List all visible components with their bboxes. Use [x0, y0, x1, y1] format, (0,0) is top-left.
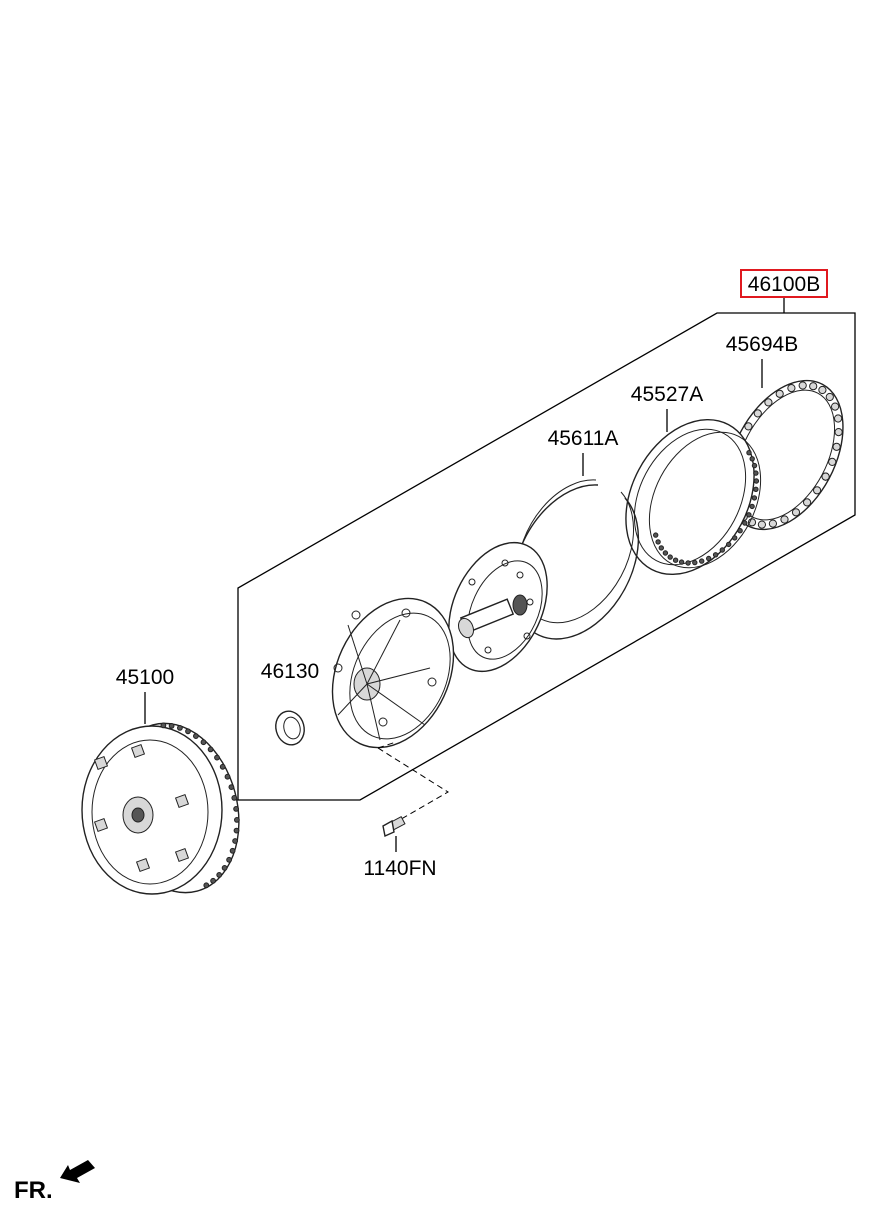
clutch-pack-ball [775, 389, 784, 398]
assembly-label[interactable]: 46100B [748, 273, 820, 296]
front-arrow-icon [60, 1160, 95, 1183]
bolt-guide-dash [377, 747, 449, 823]
ring-tooth [746, 512, 752, 518]
ring-tooth [753, 478, 760, 484]
ring-tooth [685, 560, 691, 566]
converter-tooth [226, 856, 233, 863]
ring-tooth [742, 520, 748, 526]
ring-tooth [719, 547, 725, 553]
bolt-guide-dash-2 [377, 741, 397, 749]
converter-tooth [234, 817, 240, 823]
converter-tooth [207, 746, 214, 753]
ring-tooth [726, 541, 732, 548]
clutch-pack-ball [780, 515, 789, 524]
assembly-boundary [237, 312, 856, 801]
label-45694B[interactable]: 45694B [726, 333, 798, 356]
converter-tooth [185, 728, 191, 735]
converter-tooth [216, 872, 223, 878]
part-45527A-ring[interactable] [600, 397, 783, 596]
converter-tooth [232, 838, 239, 844]
converter-tooth [221, 865, 228, 871]
clutch-pack-ball [821, 472, 830, 481]
clutch-pack-ball [813, 486, 822, 495]
label-1140FN[interactable]: 1140FN [363, 857, 436, 880]
front-label: FR. [14, 1177, 53, 1204]
ring-tooth [749, 456, 755, 462]
converter-tooth [177, 725, 183, 731]
clutch-pack-ball [832, 442, 841, 451]
label-45611A[interactable]: 45611A [548, 427, 619, 450]
clutch-pack-ball [744, 422, 753, 431]
label-45100[interactable]: 45100 [116, 666, 174, 689]
converter-tooth [233, 827, 240, 834]
ring-tooth [749, 503, 755, 510]
ring-tooth [751, 462, 758, 469]
clutch-pack-ball [834, 428, 843, 437]
clutch-pack-ball [798, 381, 807, 390]
converter-tooth [210, 877, 217, 884]
converter-tooth [233, 806, 240, 812]
assembly-label-box[interactable] [740, 269, 828, 298]
ring-tooth [662, 550, 669, 556]
converter-tooth [200, 739, 207, 746]
ring-tooth [753, 470, 759, 476]
clutch-pack-ball [791, 508, 801, 517]
clutch-pack-ball [809, 382, 818, 391]
clutch-pack-ball [818, 385, 827, 395]
converter-tooth [219, 763, 226, 770]
ring-tooth [655, 539, 661, 545]
converter-tooth [168, 723, 175, 729]
ring-tooth [667, 554, 673, 560]
clutch-pack-ball [768, 519, 778, 528]
ring-tooth [751, 495, 758, 501]
ring-tooth [678, 559, 685, 565]
ring-tooth [753, 486, 759, 492]
converter-tooth [203, 882, 210, 889]
ring-tooth [653, 532, 659, 538]
ring-tooth [672, 557, 679, 563]
ring-tooth [658, 545, 664, 551]
clutch-pack-ball [803, 498, 812, 507]
converter-tooth [228, 784, 235, 790]
clutch-pack-ball [753, 409, 762, 418]
label-45527A[interactable]: 45527A [631, 383, 703, 406]
clutch-pack-ball [825, 392, 834, 402]
clutch-pack-ball [757, 520, 767, 529]
converter-tooth [231, 795, 238, 801]
clutch-pack-ball [831, 402, 840, 411]
clutch-pack-ball [828, 457, 837, 466]
converter-tooth [193, 733, 199, 739]
ring-tooth [706, 555, 712, 562]
ring-tooth [712, 552, 719, 558]
ring-tooth [732, 535, 738, 541]
converter-tooth [224, 773, 231, 780]
converter-tooth [160, 722, 167, 729]
ring-tooth [737, 528, 743, 534]
part-oil-pump-body[interactable] [429, 527, 566, 687]
converter-tooth [229, 847, 236, 854]
part-1140FN-bolt[interactable] [382, 816, 406, 852]
ring-tooth [746, 450, 752, 456]
part-pump-housing[interactable] [309, 579, 476, 768]
part-45100-torque-converter[interactable] [81, 709, 257, 907]
clutch-pack-ball [834, 414, 843, 423]
front-direction-indicator: FR. [14, 1160, 95, 1204]
part-46130-oil-seal[interactable] [272, 708, 308, 748]
ring-tooth [699, 558, 705, 564]
clutch-pack-ball [764, 398, 773, 407]
clutch-pack-ball [787, 384, 796, 393]
converter-tooth [214, 754, 220, 761]
label-46130[interactable]: 46130 [261, 660, 319, 683]
ring-tooth [692, 559, 698, 566]
